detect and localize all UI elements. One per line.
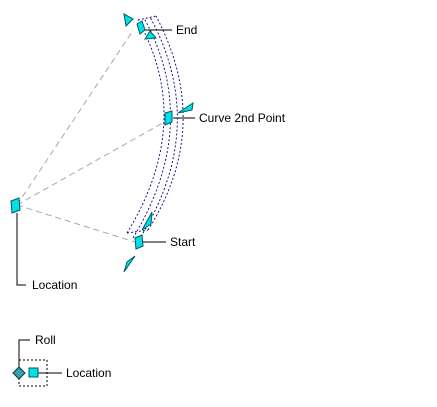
construction-line-curve-point xyxy=(16,119,169,206)
diamond-roll-grip-icon[interactable] xyxy=(12,366,26,380)
curve-edge-outer-2 xyxy=(142,16,178,234)
label-start: Start xyxy=(170,235,196,249)
label-roll: Roll xyxy=(35,333,56,347)
curve-cap-bottom xyxy=(126,229,149,234)
label-curve-2nd-point: Curve 2nd Point xyxy=(199,111,286,125)
triangle-arrow-grip-icon[interactable] xyxy=(123,13,134,28)
leader-lines xyxy=(16,29,195,374)
square-grips xyxy=(10,20,173,250)
label-location: Location xyxy=(32,278,77,292)
square-grip-icon-start[interactable] xyxy=(134,234,144,250)
triangle-arrow-grip-icon[interactable] xyxy=(177,101,194,114)
arrow-grips xyxy=(123,13,194,273)
curved-member-outline xyxy=(126,15,184,239)
curve-cap-top xyxy=(137,15,157,21)
curve-edge-inner xyxy=(132,17,171,239)
triangle-arrow-grip-icon[interactable] xyxy=(123,255,136,273)
grip-legend: Roll Location xyxy=(12,333,111,387)
square-grip-icon-location[interactable] xyxy=(10,197,21,214)
square-grip-icon-legend-location[interactable] xyxy=(28,367,39,378)
construction-line-end xyxy=(16,31,133,206)
triangle-arrow-grip-icon[interactable] xyxy=(141,211,153,231)
curve-edge-outer xyxy=(126,19,165,234)
label-end: End xyxy=(176,23,197,37)
curve-edge-inner-2 xyxy=(147,15,184,231)
square-grip-icon-curve-2nd-point[interactable] xyxy=(164,110,173,126)
legend-dashed-box xyxy=(18,359,48,387)
construction-lines xyxy=(16,31,169,244)
leader-location xyxy=(16,213,26,286)
square-grip-icon-end[interactable] xyxy=(136,20,146,35)
construction-line-start xyxy=(16,204,139,244)
triangle-arrow-grip-icon[interactable] xyxy=(144,30,158,40)
label-legend-location: Location xyxy=(66,366,111,380)
leader-roll xyxy=(18,339,30,367)
